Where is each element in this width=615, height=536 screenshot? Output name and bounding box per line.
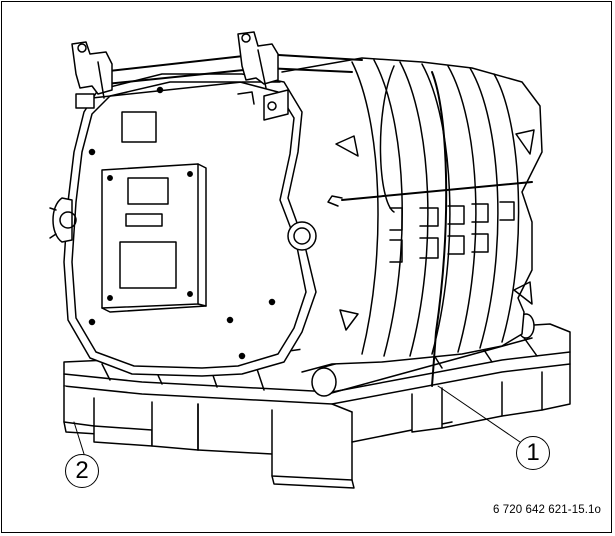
lifting-frame	[71, 31, 363, 121]
callout-2: 2	[65, 454, 99, 488]
leader-line-2	[73, 421, 85, 455]
leader-line-1	[437, 385, 521, 443]
figure-code: 6 720 642 621-15.1o	[492, 504, 601, 516]
front-plate	[49, 73, 317, 377]
boiler-sections	[281, 57, 543, 387]
callout-1: 1	[516, 436, 550, 470]
